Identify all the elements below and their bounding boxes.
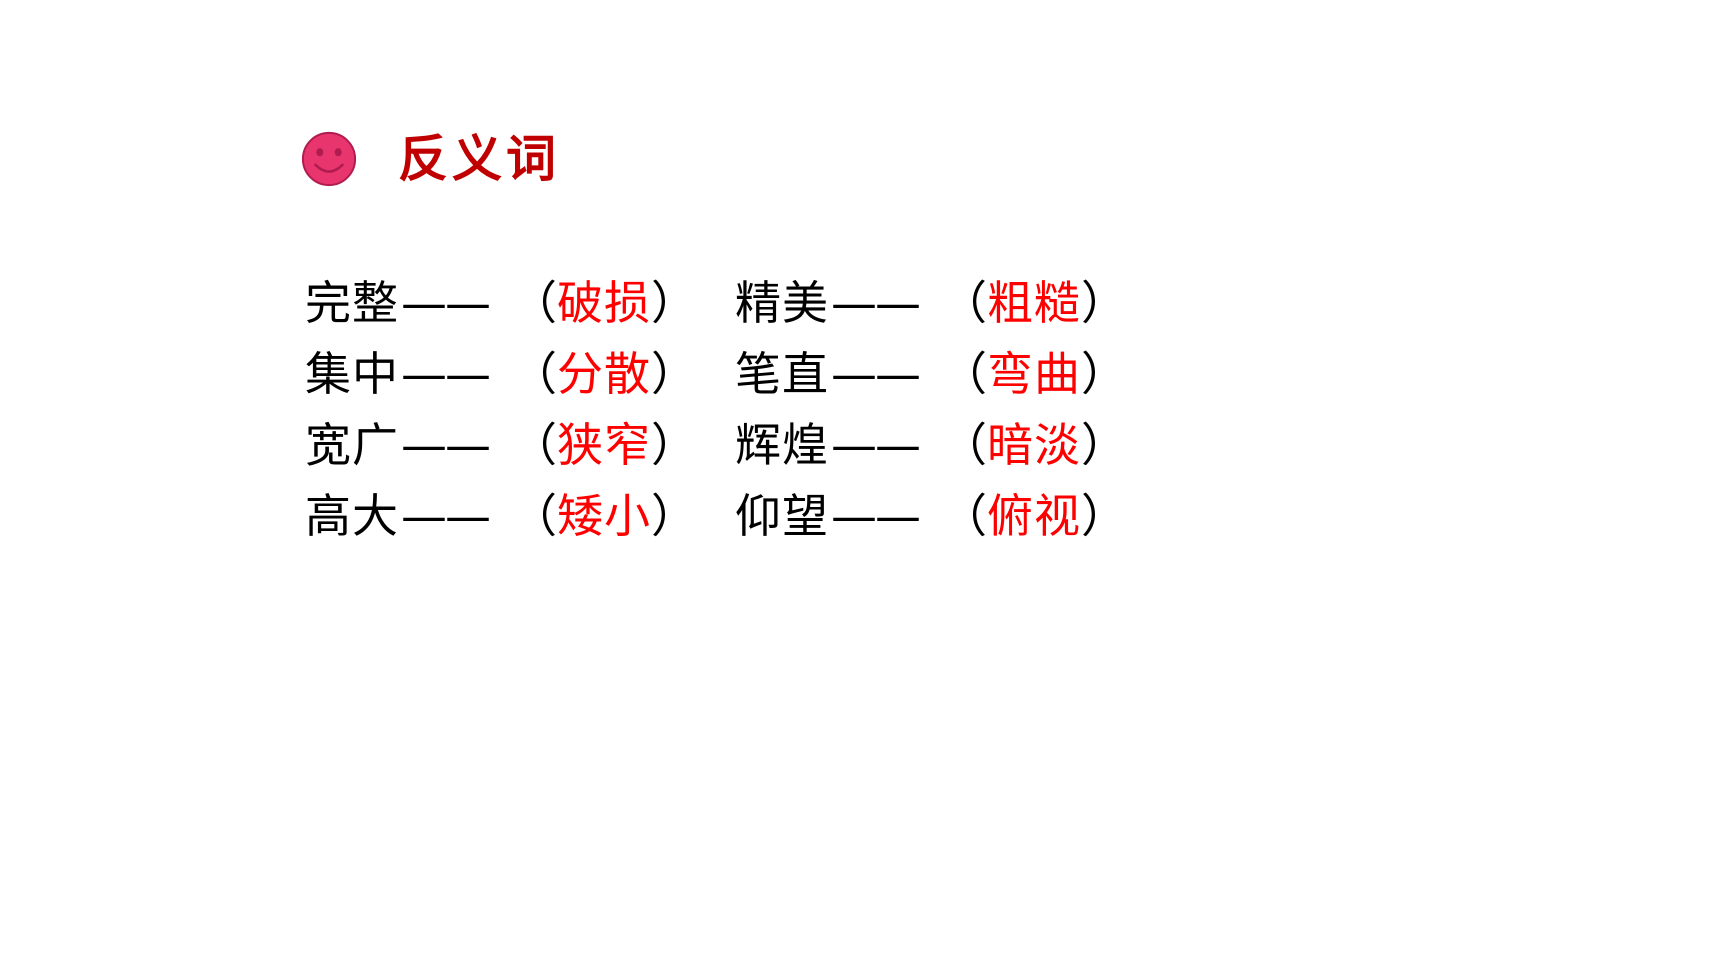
antonym-row: 高大 —— （ 矮小 ） 仰望 —— （ 俯视 ） <box>305 481 1165 552</box>
open-paren: （ <box>941 276 987 330</box>
antonym-row: 宽广 —— （ 狭窄 ） 辉煌 —— （ 暗淡 ） <box>305 410 1165 481</box>
antonym-dash: —— <box>831 347 921 401</box>
antonym-answer: 暗淡 <box>987 418 1081 472</box>
antonym-answer: 矮小 <box>557 489 651 543</box>
close-paren: ） <box>1081 418 1127 472</box>
antonym-list: 完整 —— （ 破损 ） 精美 —— （ 粗糙 ） 集中 —— （ 分散 ） 笔… <box>305 268 1165 552</box>
open-paren: （ <box>511 489 557 543</box>
antonym-dash: —— <box>831 276 921 330</box>
antonym-row: 完整 —— （ 破损 ） 精美 —— （ 粗糙 ） <box>305 268 1165 339</box>
close-paren: ） <box>651 489 697 543</box>
close-paren: ） <box>651 276 697 330</box>
antonym-dash: —— <box>401 347 491 401</box>
antonym-answer: 分散 <box>557 347 651 401</box>
antonym-pair: 集中 —— （ 分散 ） <box>305 339 735 410</box>
section-header: 反义词 <box>300 130 560 188</box>
open-paren: （ <box>511 276 557 330</box>
antonym-pair: 精美 —— （ 粗糙 ） <box>735 268 1165 339</box>
antonym-answer: 破损 <box>557 276 651 330</box>
antonym-pair: 完整 —— （ 破损 ） <box>305 268 735 339</box>
close-paren: ） <box>651 418 697 472</box>
antonym-term: 集中 <box>305 347 399 401</box>
antonym-term: 完整 <box>305 276 399 330</box>
antonym-answer: 粗糙 <box>987 276 1081 330</box>
antonym-answer: 弯曲 <box>987 347 1081 401</box>
antonym-dash: —— <box>401 418 491 472</box>
open-paren: （ <box>511 418 557 472</box>
close-paren: ） <box>1081 347 1127 401</box>
antonym-pair: 宽广 —— （ 狭窄 ） <box>305 410 735 481</box>
antonym-pair: 仰望 —— （ 俯视 ） <box>735 481 1165 552</box>
antonym-term: 辉煌 <box>735 418 829 472</box>
antonym-pair: 笔直 —— （ 弯曲 ） <box>735 339 1165 410</box>
close-paren: ） <box>1081 489 1127 543</box>
antonym-term: 宽广 <box>305 418 399 472</box>
close-paren: ） <box>651 347 697 401</box>
antonym-dash: —— <box>401 489 491 543</box>
antonym-pair: 辉煌 —— （ 暗淡 ） <box>735 410 1165 481</box>
antonym-dash: —— <box>401 276 491 330</box>
antonym-answer: 狭窄 <box>557 418 651 472</box>
open-paren: （ <box>941 489 987 543</box>
antonym-term: 仰望 <box>735 489 829 543</box>
open-paren: （ <box>941 418 987 472</box>
smiley-face-icon <box>301 131 357 187</box>
antonym-pair: 高大 —— （ 矮小 ） <box>305 481 735 552</box>
open-paren: （ <box>941 347 987 401</box>
antonym-term: 精美 <box>735 276 829 330</box>
close-paren: ） <box>1081 276 1127 330</box>
antonym-answer: 俯视 <box>987 489 1081 543</box>
antonym-term: 笔直 <box>735 347 829 401</box>
page-title: 反义词 <box>398 130 560 188</box>
antonym-dash: —— <box>831 489 921 543</box>
antonym-row: 集中 —— （ 分散 ） 笔直 —— （ 弯曲 ） <box>305 339 1165 410</box>
antonym-term: 高大 <box>305 489 399 543</box>
open-paren: （ <box>511 347 557 401</box>
antonym-dash: —— <box>831 418 921 472</box>
